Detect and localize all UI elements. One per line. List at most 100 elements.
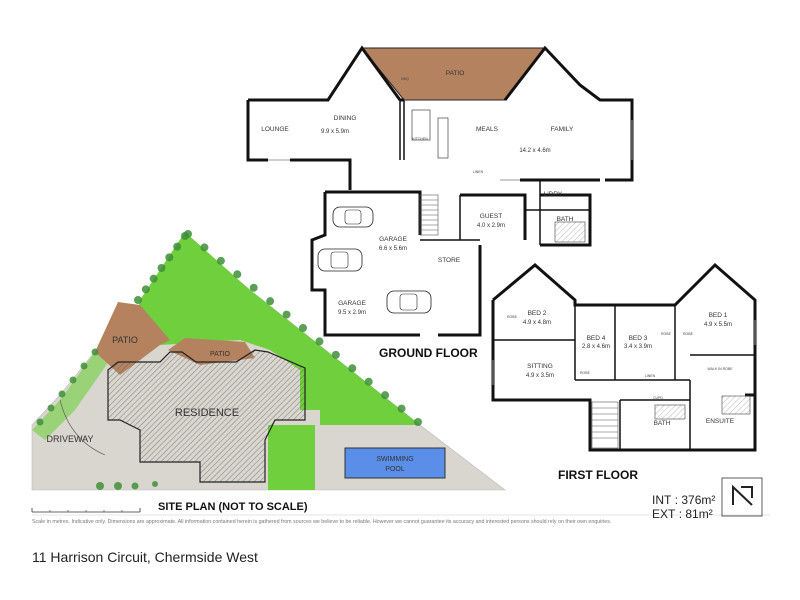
gf-car-2: [317, 248, 363, 272]
ff-dims-sitting: 4.9 x 3.5m: [526, 373, 554, 379]
first-floor-plan: BED 2 4.9 x 4.8m BED 4 2.8 x 4.6m BED 3 …: [491, 262, 757, 482]
gf-label-meals: MEALS: [476, 126, 499, 133]
tree-icon: [299, 324, 307, 332]
site-residence: [107, 349, 306, 483]
ff-label-bed2: BED 2: [528, 310, 547, 317]
gf-label-ldry: L'DRY: [544, 191, 563, 198]
gf-label-dining: DINING: [334, 115, 357, 122]
site-label-driveway: DRIVEWAY: [46, 434, 93, 444]
tree-icon: [91, 348, 99, 356]
tree-icon: [315, 337, 324, 346]
site-plan: PATIO PATIO RESIDENCE DRIVEWAY SWIMMING …: [31, 230, 770, 516]
north-arrow-icon: [721, 477, 763, 517]
gf-dims-dining: 9.9 x 5.9m: [321, 129, 349, 135]
tree-icon: [149, 274, 158, 283]
tree-icon: [331, 350, 340, 359]
ff-label-robe-1: ROBE: [507, 315, 518, 319]
tree-icon: [141, 285, 150, 294]
gf-dims-family: 14.2 x 4.6m: [519, 148, 550, 154]
site-driveway-edge: [59, 399, 106, 456]
gf-label-store: STORE: [438, 257, 461, 264]
tree-icon: [216, 256, 225, 265]
site-lawn: [135, 232, 420, 425]
gf-kitchen-island: [437, 117, 449, 159]
gf-label-linen: LINEN: [473, 170, 484, 174]
tree-icon: [364, 377, 373, 386]
internal-area-value: : 376m²: [674, 493, 716, 507]
tree-icon: [266, 297, 275, 306]
internal-area-label: INT: [652, 493, 672, 507]
ff-label-bath: BATH: [654, 420, 671, 427]
gf-kitchen-bench: [411, 109, 431, 141]
tree-icon: [249, 283, 258, 292]
site-label-patio-right: PATIO: [210, 351, 231, 358]
ff-label-robe-2: ROBE: [580, 371, 591, 375]
external-area: EXT : 81m²: [652, 507, 715, 521]
ff-label-walk-in-robe: WALK IN ROBE: [707, 367, 733, 371]
ff-ensuite-bath: [721, 395, 751, 415]
ff-dims-bed3: 3.4 x 3.9m: [624, 344, 652, 350]
tree-icon: [80, 362, 88, 370]
gf-car-1: [332, 206, 374, 228]
tree-icon: [58, 390, 66, 398]
ff-dims-bed1: 4.9 x 5.5m: [704, 322, 732, 328]
site-label-pool-2: POOL: [385, 466, 405, 473]
gf-stairs: [419, 194, 439, 236]
gf-label-patio: PATIO: [446, 70, 465, 77]
ff-label-sitting: SITTING: [527, 363, 553, 370]
gf-label-garage-2: GARAGE: [338, 300, 366, 307]
tree-icon: [414, 418, 422, 426]
site-label-residence: RESIDENCE: [175, 407, 239, 419]
area-summary: INT : 376m² EXT : 81m²: [652, 493, 715, 521]
external-area-value: : 81m²: [678, 507, 713, 521]
tree-icon: [282, 310, 291, 319]
tree-icon: [173, 242, 182, 251]
property-address: 11 Harrison Circuit, Chermside West: [32, 549, 258, 565]
disclaimer: Scale in metres. Indicative only. Dimens…: [32, 519, 612, 525]
tree-icon: [96, 482, 104, 490]
gf-label-family: FAMILY: [551, 126, 574, 133]
site-lawn-edge: [32, 352, 110, 440]
ff-bath-shower: [654, 404, 686, 420]
ff-label-cupd: CUPD: [653, 396, 663, 400]
gf-label-bbq: BBQ: [401, 77, 409, 81]
internal-area: INT : 376m²: [652, 493, 715, 507]
tree-icon: [233, 270, 242, 279]
gf-dims-garage-1: 6.6 x 5.6m: [379, 246, 407, 252]
ff-dims-bed2: 4.9 x 4.8m: [523, 320, 551, 326]
ff-label-robe-4: ROBE: [683, 332, 694, 336]
site-label-patio-left: PATIO: [112, 335, 138, 345]
scale-ticks: [31, 508, 141, 512]
first-floor-title: FIRST FLOOR: [558, 468, 638, 482]
gf-label-lounge: LOUNGE: [261, 126, 289, 133]
tree-icon: [157, 264, 166, 272]
tree-icon: [114, 482, 122, 490]
site-patio-left: [95, 302, 170, 375]
gf-label-guest: GUEST: [480, 213, 502, 220]
gf-label-kitchen: KITCHEN: [412, 137, 428, 141]
site-label-pool-1: SWIMMING: [376, 456, 413, 463]
site-plan-title: SITE PLAN (NOT TO SCALE): [158, 501, 308, 513]
site-lawn-strip: [268, 425, 315, 490]
gf-dims-garage-2: 9.5 x 2.9m: [338, 310, 366, 316]
ff-label-bed1: BED 1: [709, 312, 728, 319]
tree-icon: [348, 364, 357, 373]
ff-stairs: [591, 401, 619, 449]
gf-bath-tub: [554, 221, 586, 243]
ff-label-bed3: BED 3: [629, 335, 648, 342]
tree-icon: [200, 243, 209, 252]
ground-floor-title: GROUND FLOOR: [379, 346, 478, 360]
tree-icon: [165, 253, 174, 262]
tree-icon: [131, 482, 139, 490]
tree-icon: [47, 404, 55, 412]
ff-label-ensuite: ENSUITE: [706, 418, 735, 425]
gf-label-bath: BATH: [557, 216, 574, 223]
ff-dims-bed4: 2.8 x 4.6m: [582, 344, 610, 350]
ff-label-robe-3: ROBE: [661, 332, 672, 336]
ground-floor-plan: PATIO LOUNGE DINING 9.9 x 5.9m KITCHEN M…: [246, 45, 634, 360]
tree-icon: [152, 481, 158, 487]
tree-icon: [181, 232, 189, 240]
tree-icon: [381, 391, 390, 400]
ff-label-bed4: BED 4: [587, 335, 606, 342]
